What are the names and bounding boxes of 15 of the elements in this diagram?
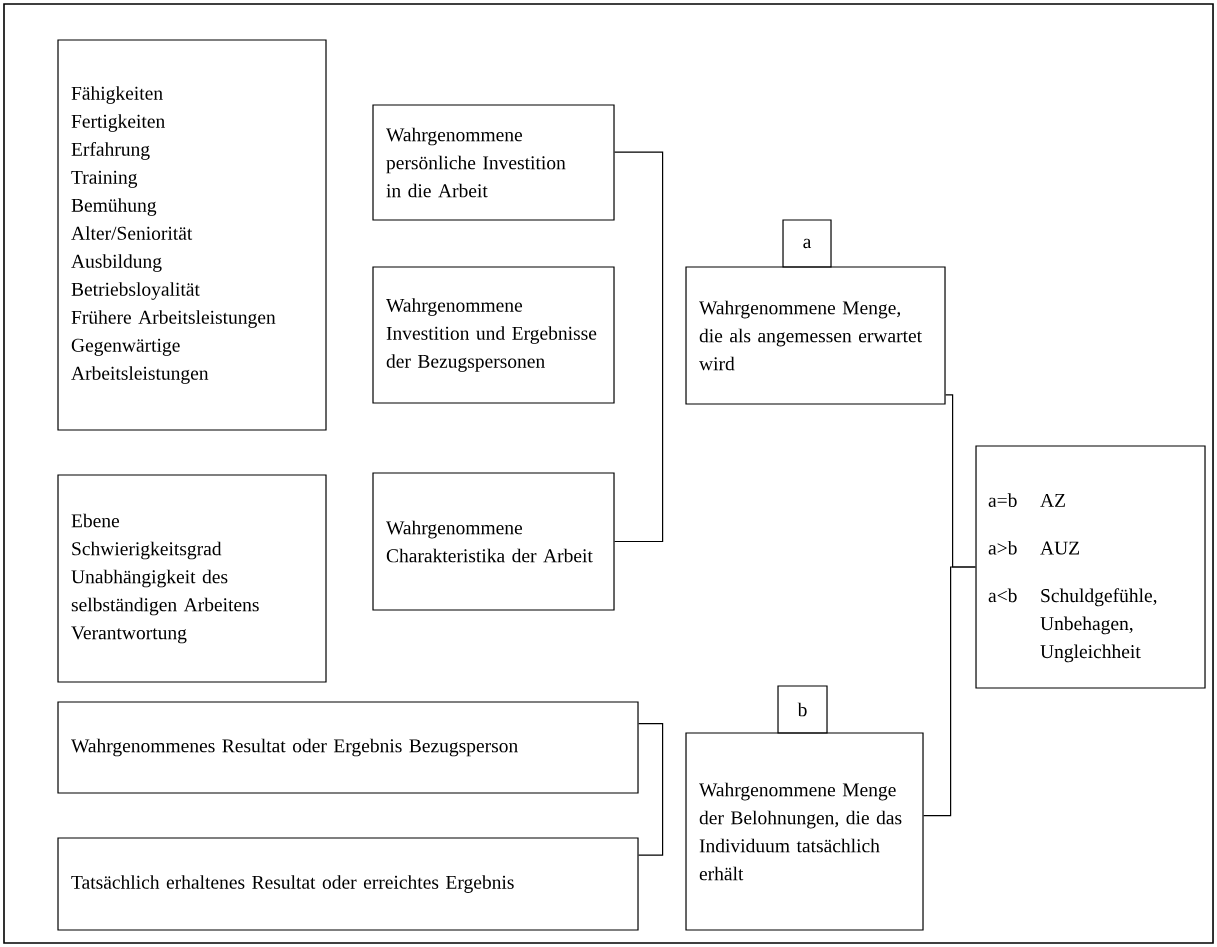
letter-box: a: [782, 219, 832, 268]
process-box: Wahrgenommene Menge der Belohnungen, die das Individuum tatsächlich erhält: [685, 732, 924, 931]
process-box: Wahrgenommenes Resultat oder Ergebnis Bezugsperson: [57, 701, 639, 794]
process-box: Wahrgenommene Menge, die als angemessen erwartet wird: [685, 266, 946, 405]
connector-line: [923, 566, 976, 817]
connector-line: [638, 722, 664, 856]
process-box: Wahrgenommene persönliche Investition in die Arbeit: [372, 104, 615, 221]
list-box: Fähigkeiten Fertigkeiten Erfahrung Training Bemühung Alter/Seniorität Ausbildung Betriebsloyalität Frühere Arbeitsleistungen Gegenwärtige Arbeitsleistungen: [57, 39, 327, 431]
process-box: Wahrgenommene Investition und Ergebnisse der Bezugspersonen: [372, 266, 615, 404]
connector-line: [614, 151, 664, 543]
process-box: Tatsächlich erhaltenes Resultat oder erreichtes Ergebnis: [57, 837, 639, 931]
list-box: Ebene Schwierigkeitsgrad Unabhängigkeit des selbständigen Arbeitens Verantwortung: [57, 474, 327, 683]
letter-box: b: [777, 685, 828, 734]
process-box: Wahrgenommene Charakteristika der Arbeit: [372, 472, 615, 611]
result-box: a=b AZ a>b AUZ a<b Schuldgefühle, Unbehagen, Ungleichheit: [975, 445, 1206, 689]
